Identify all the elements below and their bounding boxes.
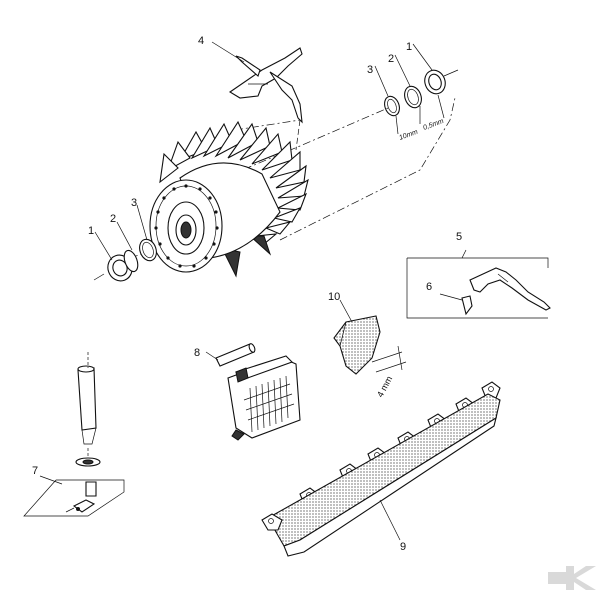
callout-2-left: 2 <box>110 213 116 225</box>
dim-4mm: 4 mm <box>375 374 394 399</box>
callout-4: 4 <box>198 35 204 47</box>
dim-05mm: 0,5mm <box>422 118 445 132</box>
stripper-comb <box>227 355 301 441</box>
callout-3-top: 3 <box>367 64 373 76</box>
callout-1-left: 1 <box>88 225 94 237</box>
rotor-tines <box>159 120 309 278</box>
flange-bolts <box>154 184 219 268</box>
callout-5: 5 <box>456 231 462 243</box>
rotor-drum <box>149 120 309 278</box>
part-10-knife <box>333 299 407 375</box>
callout-2-top: 2 <box>388 53 394 65</box>
bearing-stack-left <box>93 204 157 282</box>
callout-6: 6 <box>426 281 432 293</box>
bearing-stack-top <box>374 43 459 135</box>
callout-10: 10 <box>328 291 340 303</box>
callout-9: 9 <box>400 541 406 553</box>
dimension-labels: 10mm 0,5mm 4 mm <box>375 118 445 399</box>
callout-8: 8 <box>194 347 200 359</box>
callout-labels: 4 3 2 1 1 2 3 5 6 10 8 7 9 <box>32 35 462 553</box>
part-7-grease-fitting <box>23 352 125 517</box>
brand-logo <box>548 566 596 590</box>
part-9-knife-bar <box>261 381 501 557</box>
callout-1-top: 1 <box>406 41 412 53</box>
part-5-box <box>406 249 551 319</box>
dim-10mm: 10mm <box>398 129 419 142</box>
part-8-pin <box>205 343 256 367</box>
callout-7: 7 <box>32 465 38 477</box>
part-4-tine-bracket <box>211 41 303 151</box>
callout-3-left: 3 <box>131 197 137 209</box>
